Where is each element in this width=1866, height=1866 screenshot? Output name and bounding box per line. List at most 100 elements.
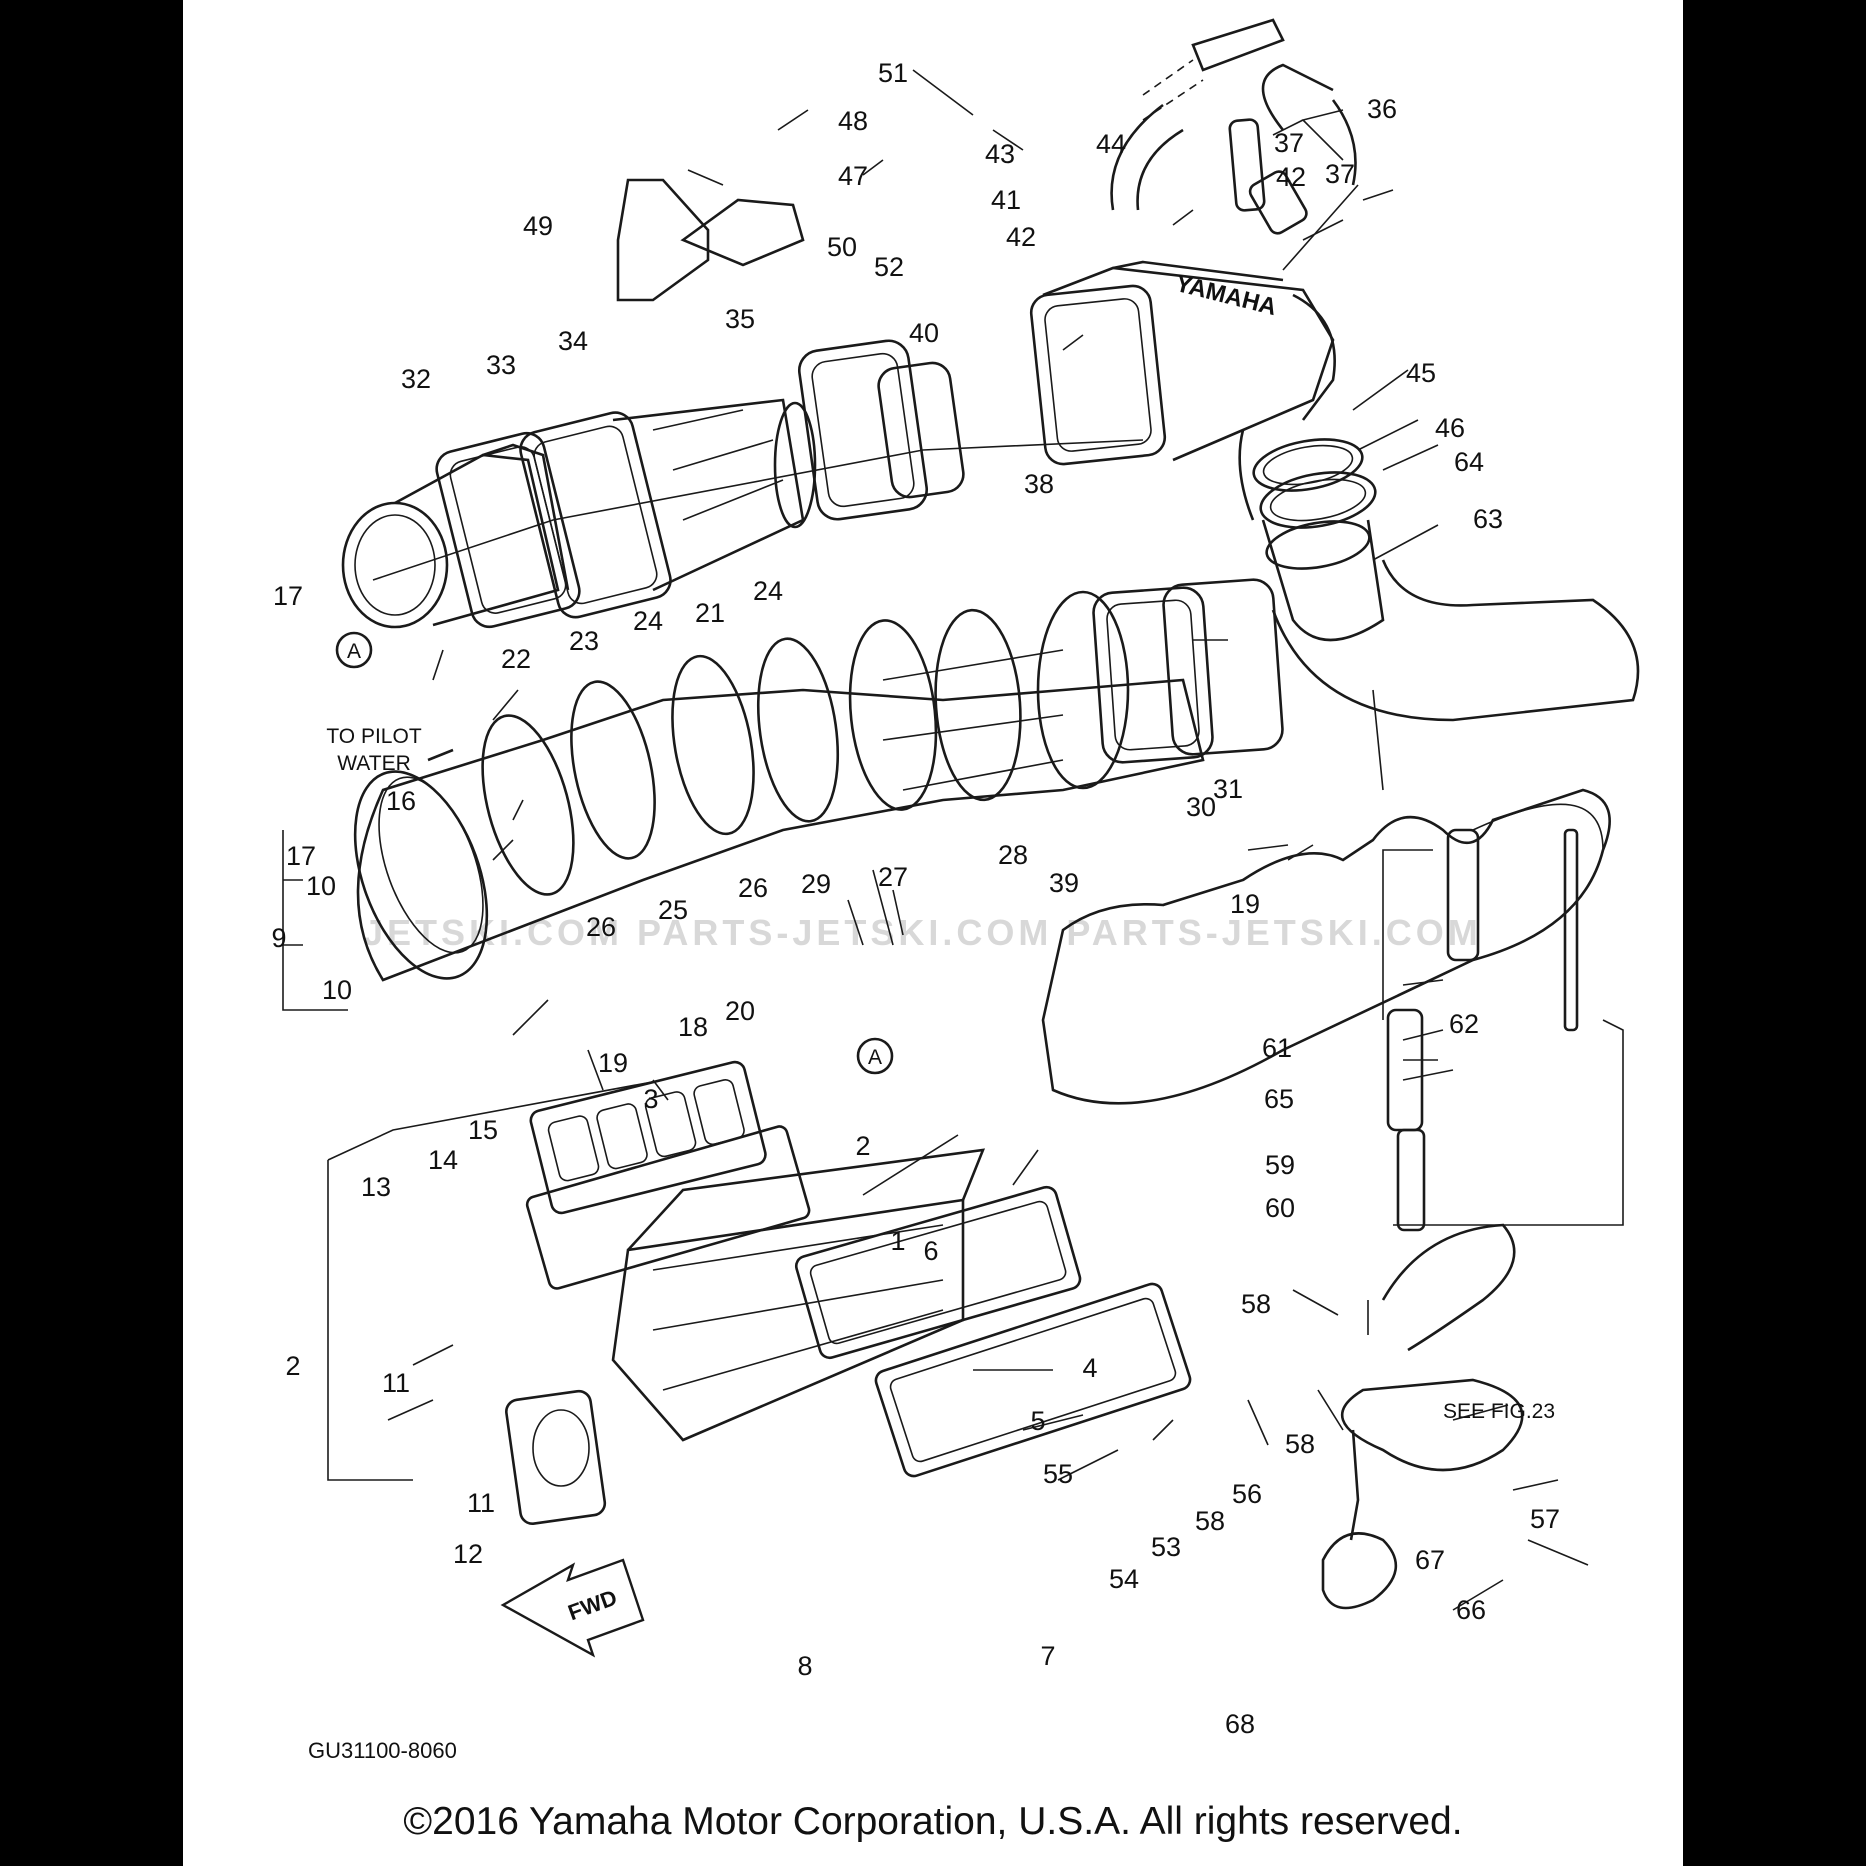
part-label-27: 27: [878, 862, 908, 892]
part-label-52: 52: [874, 252, 904, 282]
part-label-3: 3: [643, 1084, 658, 1114]
part-label-21: 21: [695, 598, 725, 628]
leader-lines: [282, 69, 1624, 1611]
part-label-17: 17: [273, 581, 303, 611]
part-label-1: 1: [890, 1226, 905, 1256]
part-label-44: 44: [1096, 129, 1126, 159]
bracket-49: [616, 178, 710, 302]
exhaust-parts-diagram: JETSKI.COM PARTS-JETSKI.COM PARTS-JETSKI…: [271, 18, 1640, 1763]
part-label-8: 8: [797, 1651, 812, 1681]
ref-a-lower: A: [856, 1037, 894, 1075]
part-label-11: 11: [382, 1368, 410, 1398]
part-label-26: 26: [738, 873, 768, 903]
water-pipe-63: [1271, 559, 1640, 722]
part-label-33: 33: [486, 350, 516, 380]
exhaust-bellows-assembly: [353, 578, 1284, 982]
probe-62: [1563, 828, 1579, 1032]
cylinder-outline: [1041, 788, 1611, 1105]
part-label-65: 65: [1264, 1084, 1294, 1114]
part-label-2: 2: [285, 1351, 300, 1381]
part-label-40: 40: [909, 318, 939, 348]
part-label-15: 15: [468, 1115, 498, 1145]
part-label-67: 67: [1415, 1545, 1445, 1575]
note-see-fig: SEE FIG.23: [1443, 1400, 1555, 1423]
part-label-11: 11: [467, 1488, 495, 1518]
part-label-19: 19: [598, 1048, 628, 1078]
part-label-37: 37: [1274, 128, 1304, 158]
watermark: JETSKI.COM PARTS-JETSKI.COM PARTS-JETSKI…: [363, 912, 1482, 953]
part-label-4: 4: [1082, 1353, 1097, 1383]
exhaust-chamber-assembly: [341, 339, 965, 629]
part-label-36: 36: [1367, 94, 1397, 124]
part-label-58: 58: [1241, 1289, 1271, 1319]
part-label-7: 7: [1040, 1641, 1055, 1671]
part-label-28: 28: [998, 840, 1028, 870]
part-label-32: 32: [401, 364, 431, 394]
part-label-55: 55: [1043, 1459, 1073, 1489]
part-label-23: 23: [569, 626, 599, 656]
part-label-49: 49: [523, 211, 553, 241]
part-label-51: 51: [878, 58, 908, 88]
part-label-35: 35: [725, 304, 755, 334]
part-label-39: 39: [1049, 868, 1079, 898]
part-label-24: 24: [753, 576, 783, 606]
part-label-58: 58: [1195, 1506, 1225, 1536]
hose-group: [1110, 18, 1357, 235]
part-label-10: 10: [306, 871, 336, 901]
part-label-58: 58: [1285, 1429, 1315, 1459]
part-label-42: 42: [1006, 222, 1036, 252]
diagram-sheet: JETSKI.COM PARTS-JETSKI.COM PARTS-JETSKI…: [183, 0, 1683, 1866]
part-label-25: 25: [658, 895, 688, 925]
part-label-29: 29: [801, 869, 831, 899]
part-label-16: 16: [386, 786, 416, 816]
part-label-56: 56: [1232, 1479, 1262, 1509]
part-label-12: 12: [453, 1539, 483, 1569]
part-label-57: 57: [1530, 1504, 1560, 1534]
clamp-68: [1321, 1532, 1398, 1610]
part-label-20: 20: [725, 996, 755, 1026]
part-label-47: 47: [838, 161, 868, 191]
part-label-63: 63: [1473, 504, 1503, 534]
part-label-46: 46: [1435, 413, 1465, 443]
gasket-3: [525, 1125, 811, 1290]
part-label-34: 34: [558, 326, 588, 356]
part-label-22: 22: [501, 644, 531, 674]
part-label-10: 10: [322, 975, 352, 1005]
fwd-arrow: FWD: [500, 1558, 645, 1658]
part-label-24: 24: [633, 606, 663, 636]
part-label-37: 37: [1325, 159, 1355, 189]
part-label-62: 62: [1449, 1009, 1479, 1039]
thermo-67: [1349, 1429, 1360, 1541]
part-label-14: 14: [428, 1145, 458, 1175]
part-label-48: 48: [838, 106, 868, 136]
note-pilot-water-line1: TO PILOT: [326, 725, 421, 748]
part-label-41: 41: [991, 185, 1021, 215]
part-label-18: 18: [678, 1012, 708, 1042]
part-label-54: 54: [1109, 1564, 1139, 1594]
part-label-53: 53: [1151, 1532, 1181, 1562]
copyright-notice: ©2016 Yamaha Motor Corporation, U.S.A. A…: [403, 1800, 1463, 1843]
svg-text:A: A: [868, 1046, 882, 1069]
part-label-6: 6: [923, 1236, 938, 1266]
part-label-45: 45: [1406, 358, 1436, 388]
part-label-43: 43: [985, 139, 1015, 169]
part-label-66: 66: [1456, 1595, 1486, 1625]
part-label-30: 30: [1186, 792, 1216, 822]
pilot-arrow: [427, 748, 454, 762]
part-label-60: 60: [1265, 1193, 1295, 1223]
ref-a-upper: A: [335, 631, 373, 669]
part-label-68: 68: [1225, 1709, 1255, 1739]
note-pilot-water-line2: WATER: [337, 752, 411, 775]
exhaust-manifold-assembly: [505, 1060, 1192, 1525]
hose-right-lower: [1341, 828, 1524, 1472]
part-label-38: 38: [1024, 469, 1054, 499]
part-label-61: 61: [1262, 1033, 1292, 1063]
bracket-47: [680, 198, 805, 267]
svg-text:A: A: [347, 640, 361, 663]
part-label-19: 19: [1230, 889, 1260, 919]
part-label-31: 31: [1213, 774, 1243, 804]
part-label-59: 59: [1265, 1150, 1295, 1180]
part-label-50: 50: [827, 232, 857, 262]
part-label-26: 26: [586, 912, 616, 942]
part-label-64: 64: [1454, 447, 1484, 477]
